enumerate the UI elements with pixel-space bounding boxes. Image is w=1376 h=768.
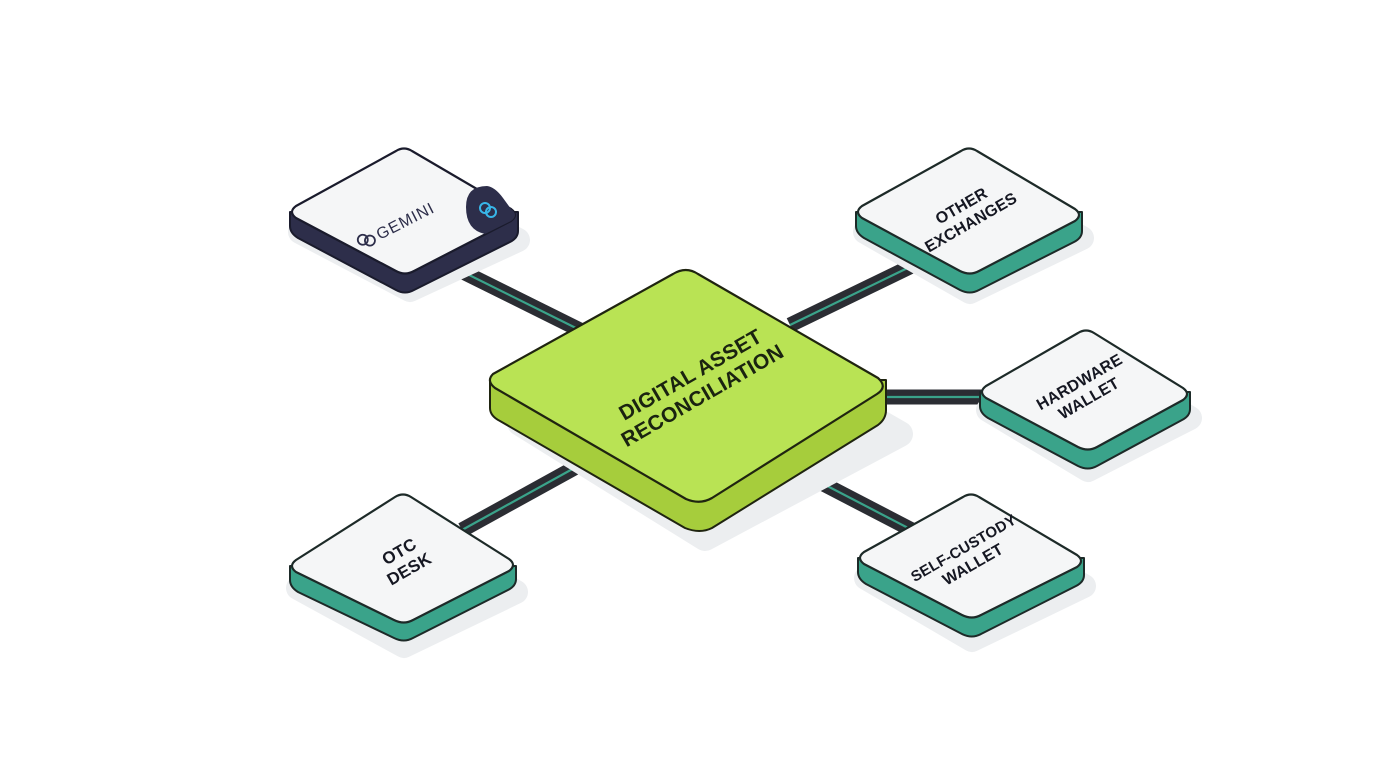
other-exchanges-top bbox=[856, 147, 1081, 275]
connector-other-exchanges bbox=[786, 255, 924, 332]
gemini-logo-icon bbox=[479, 202, 497, 218]
hub-block: DIGITAL ASSET RECONCILIATION bbox=[488, 268, 913, 551]
otc-desk-top bbox=[290, 493, 515, 624]
connector-otc-desk bbox=[458, 454, 591, 537]
node-other-exchanges: OTHER EXCHANGES bbox=[853, 147, 1094, 304]
hub-top bbox=[488, 268, 884, 503]
gemini-wordmark-icon bbox=[356, 233, 376, 247]
node-gemini: GEMINI bbox=[288, 147, 530, 302]
node-hardware-wallet: HARDWARE WALLET bbox=[976, 329, 1202, 482]
self-custody-wallet-top bbox=[858, 493, 1083, 619]
node-otc-desk: OTC DESK bbox=[286, 493, 528, 658]
connector-gemini bbox=[451, 261, 592, 341]
hardware-wallet-top bbox=[980, 329, 1189, 451]
node-self-custody-wallet: SELF-CUSTODY WALLET bbox=[854, 493, 1096, 652]
